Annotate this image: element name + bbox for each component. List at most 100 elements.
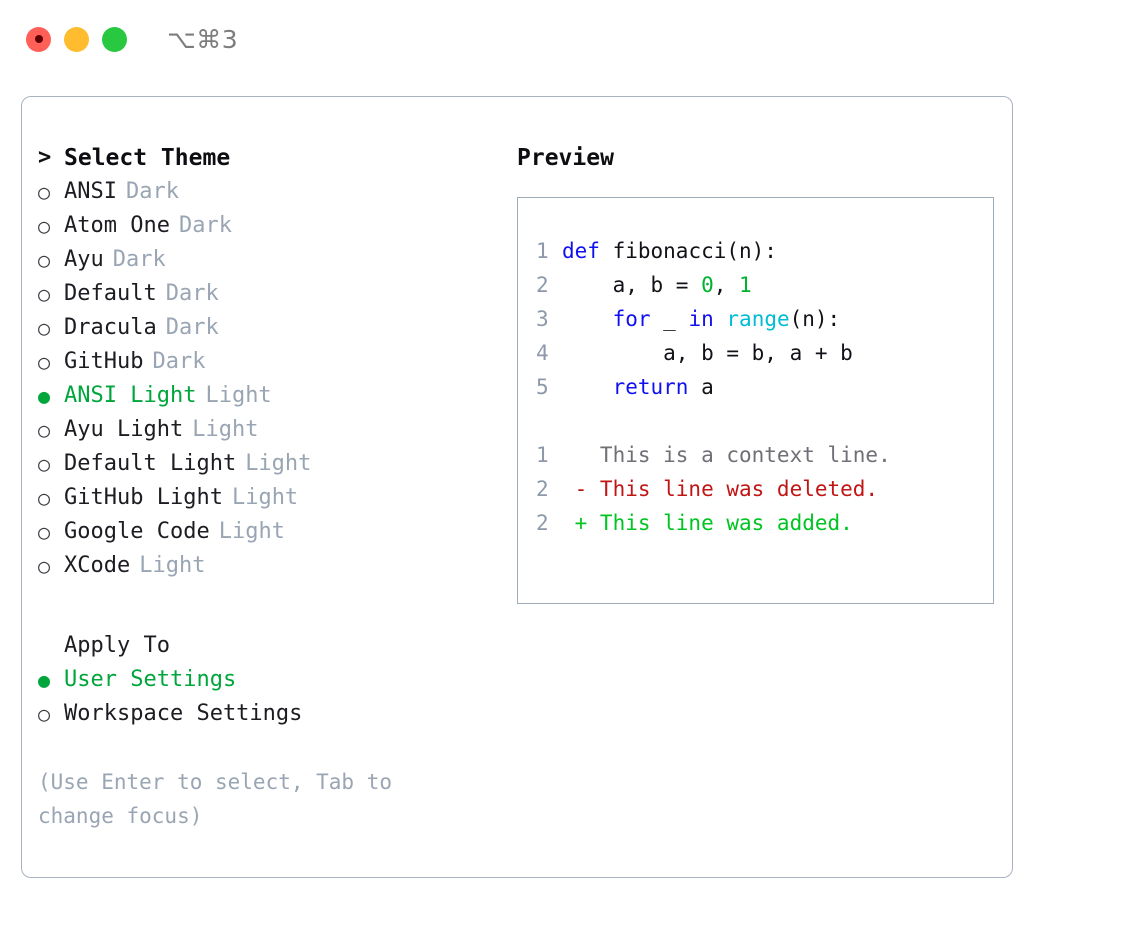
theme-variant-tag: Light — [218, 519, 285, 544]
code-token-fn: range — [726, 307, 790, 331]
theme-name: Ayu Light — [64, 417, 184, 442]
diff-text-del: - This line was deleted. — [562, 477, 879, 501]
apply-to-option[interactable]: ● User Settings — [38, 663, 508, 697]
code-token-num: 1 — [739, 273, 752, 297]
theme-name: ANSI Light — [64, 383, 197, 408]
maximize-button-icon[interactable] — [102, 26, 127, 52]
radio-unselected-icon[interactable]: ○ — [38, 248, 51, 272]
radio-unselected-icon[interactable]: ○ — [38, 316, 51, 340]
theme-variant-tag: Dark — [152, 349, 206, 374]
theme-name: Atom One — [64, 213, 170, 238]
keyboard-hint: (Use Enter to select, Tab to change focu… — [38, 770, 393, 828]
code-token-kw: in — [688, 307, 714, 331]
theme-variant-tag: Dark — [178, 213, 232, 238]
code-token-txt: a — [688, 375, 714, 399]
apply-to-option[interactable]: ○ Workspace Settings — [38, 697, 508, 731]
apply-to-label: Workspace Settings — [64, 701, 303, 726]
radio-unselected-icon[interactable]: ○ — [38, 180, 51, 204]
recording-indicator-icon — [34, 35, 43, 43]
theme-variant-tag: Dark — [112, 247, 166, 272]
code-token-kw: for — [612, 307, 651, 331]
diff-sample: 1 This is a context line. 2 - This line w… — [536, 438, 993, 540]
window-titlebar: ⌥⌘3 — [0, 0, 1140, 78]
theme-name: Default — [64, 281, 157, 306]
caret-icon: > — [38, 145, 52, 170]
code-token-txt — [714, 307, 727, 331]
theme-list-item[interactable]: ○ Atom One Dark — [38, 209, 508, 243]
radio-unselected-icon[interactable]: ○ — [38, 282, 51, 306]
line-number: 5 — [536, 375, 549, 399]
code-text: for _ in range(n): — [562, 302, 841, 336]
apply-to-label: User Settings — [64, 667, 237, 692]
theme-variant-tag: Dark — [165, 315, 219, 340]
theme-variant-tag: Light — [245, 451, 312, 476]
line-number: 2 — [536, 273, 549, 297]
code-token-txt: a, b = — [562, 273, 702, 297]
code-text: return a — [562, 370, 714, 404]
theme-name: XCode — [64, 553, 131, 578]
code-line: 2 a, b = 0, 1 — [536, 268, 993, 302]
minimize-button-icon[interactable] — [64, 26, 89, 52]
theme-name: Default Light — [64, 451, 237, 476]
line-number: 2 — [536, 511, 549, 535]
diff-text-ctx: This is a context line. — [562, 443, 891, 467]
theme-name: GitHub Light — [64, 485, 223, 510]
radio-unselected-icon[interactable]: ○ — [38, 452, 51, 476]
theme-name: GitHub — [64, 349, 144, 374]
code-text: a, b = b, a + b — [562, 336, 853, 370]
line-number: 3 — [536, 307, 549, 331]
radio-selected-icon[interactable]: ● — [38, 384, 51, 408]
code-token-txt: (n): — [789, 307, 841, 331]
theme-variant-tag: Light — [192, 417, 259, 442]
radio-selected-icon[interactable]: ● — [38, 668, 51, 692]
code-token-txt — [562, 375, 613, 399]
code-token-num: 0 — [701, 273, 714, 297]
select-theme-title: Select Theme — [64, 145, 231, 171]
theme-list-item[interactable]: ○ Google Code Light — [38, 515, 508, 549]
theme-variant-tag: Dark — [125, 179, 179, 204]
radio-unselected-icon[interactable]: ○ — [38, 214, 51, 238]
code-line: 5 return a — [536, 370, 993, 404]
code-token-kw: return — [612, 375, 689, 399]
theme-list-item[interactable]: ○ GitHub Dark — [38, 345, 508, 379]
close-button-icon[interactable] — [26, 26, 51, 52]
apply-to-header: Apply To — [64, 633, 170, 658]
apply-to-options: ● User Settings ○ Workspace Settings — [38, 663, 508, 731]
code-token-txt: fibonacci(n): — [599, 239, 777, 263]
theme-variant-tag: Light — [231, 485, 299, 510]
theme-list-item[interactable]: ○ Ayu Dark — [38, 243, 508, 277]
theme-list-item[interactable]: ○ Ayu Light Light — [38, 413, 508, 447]
select-theme-header: > Select Theme — [38, 141, 508, 175]
code-text: a, b = 0, 1 — [562, 268, 752, 302]
line-number: 1 — [536, 443, 549, 467]
radio-unselected-icon[interactable]: ○ — [38, 520, 51, 544]
radio-unselected-icon[interactable]: ○ — [38, 554, 51, 578]
theme-name: Ayu — [64, 247, 104, 272]
line-number: 2 — [536, 477, 549, 501]
code-token-txt: , — [713, 273, 740, 297]
radio-unselected-icon[interactable]: ○ — [38, 702, 51, 726]
code-line: 3 for _ in range(n): — [536, 302, 993, 336]
theme-list-item[interactable]: ○ Default Dark — [38, 277, 508, 311]
diff-text-add: + This line was added. — [562, 511, 853, 535]
theme-variant-tag: Dark — [165, 281, 219, 306]
theme-name: Google Code — [64, 519, 210, 544]
code-token-txt — [562, 307, 613, 331]
radio-unselected-icon[interactable]: ○ — [38, 350, 51, 374]
radio-unselected-icon[interactable]: ○ — [38, 486, 51, 510]
radio-unselected-icon[interactable]: ○ — [38, 418, 51, 442]
traffic-light-buttons — [26, 26, 127, 52]
theme-list-item[interactable]: ○ GitHub Light Light — [38, 481, 508, 515]
theme-list-item[interactable]: ○ Default Light Light — [38, 447, 508, 481]
